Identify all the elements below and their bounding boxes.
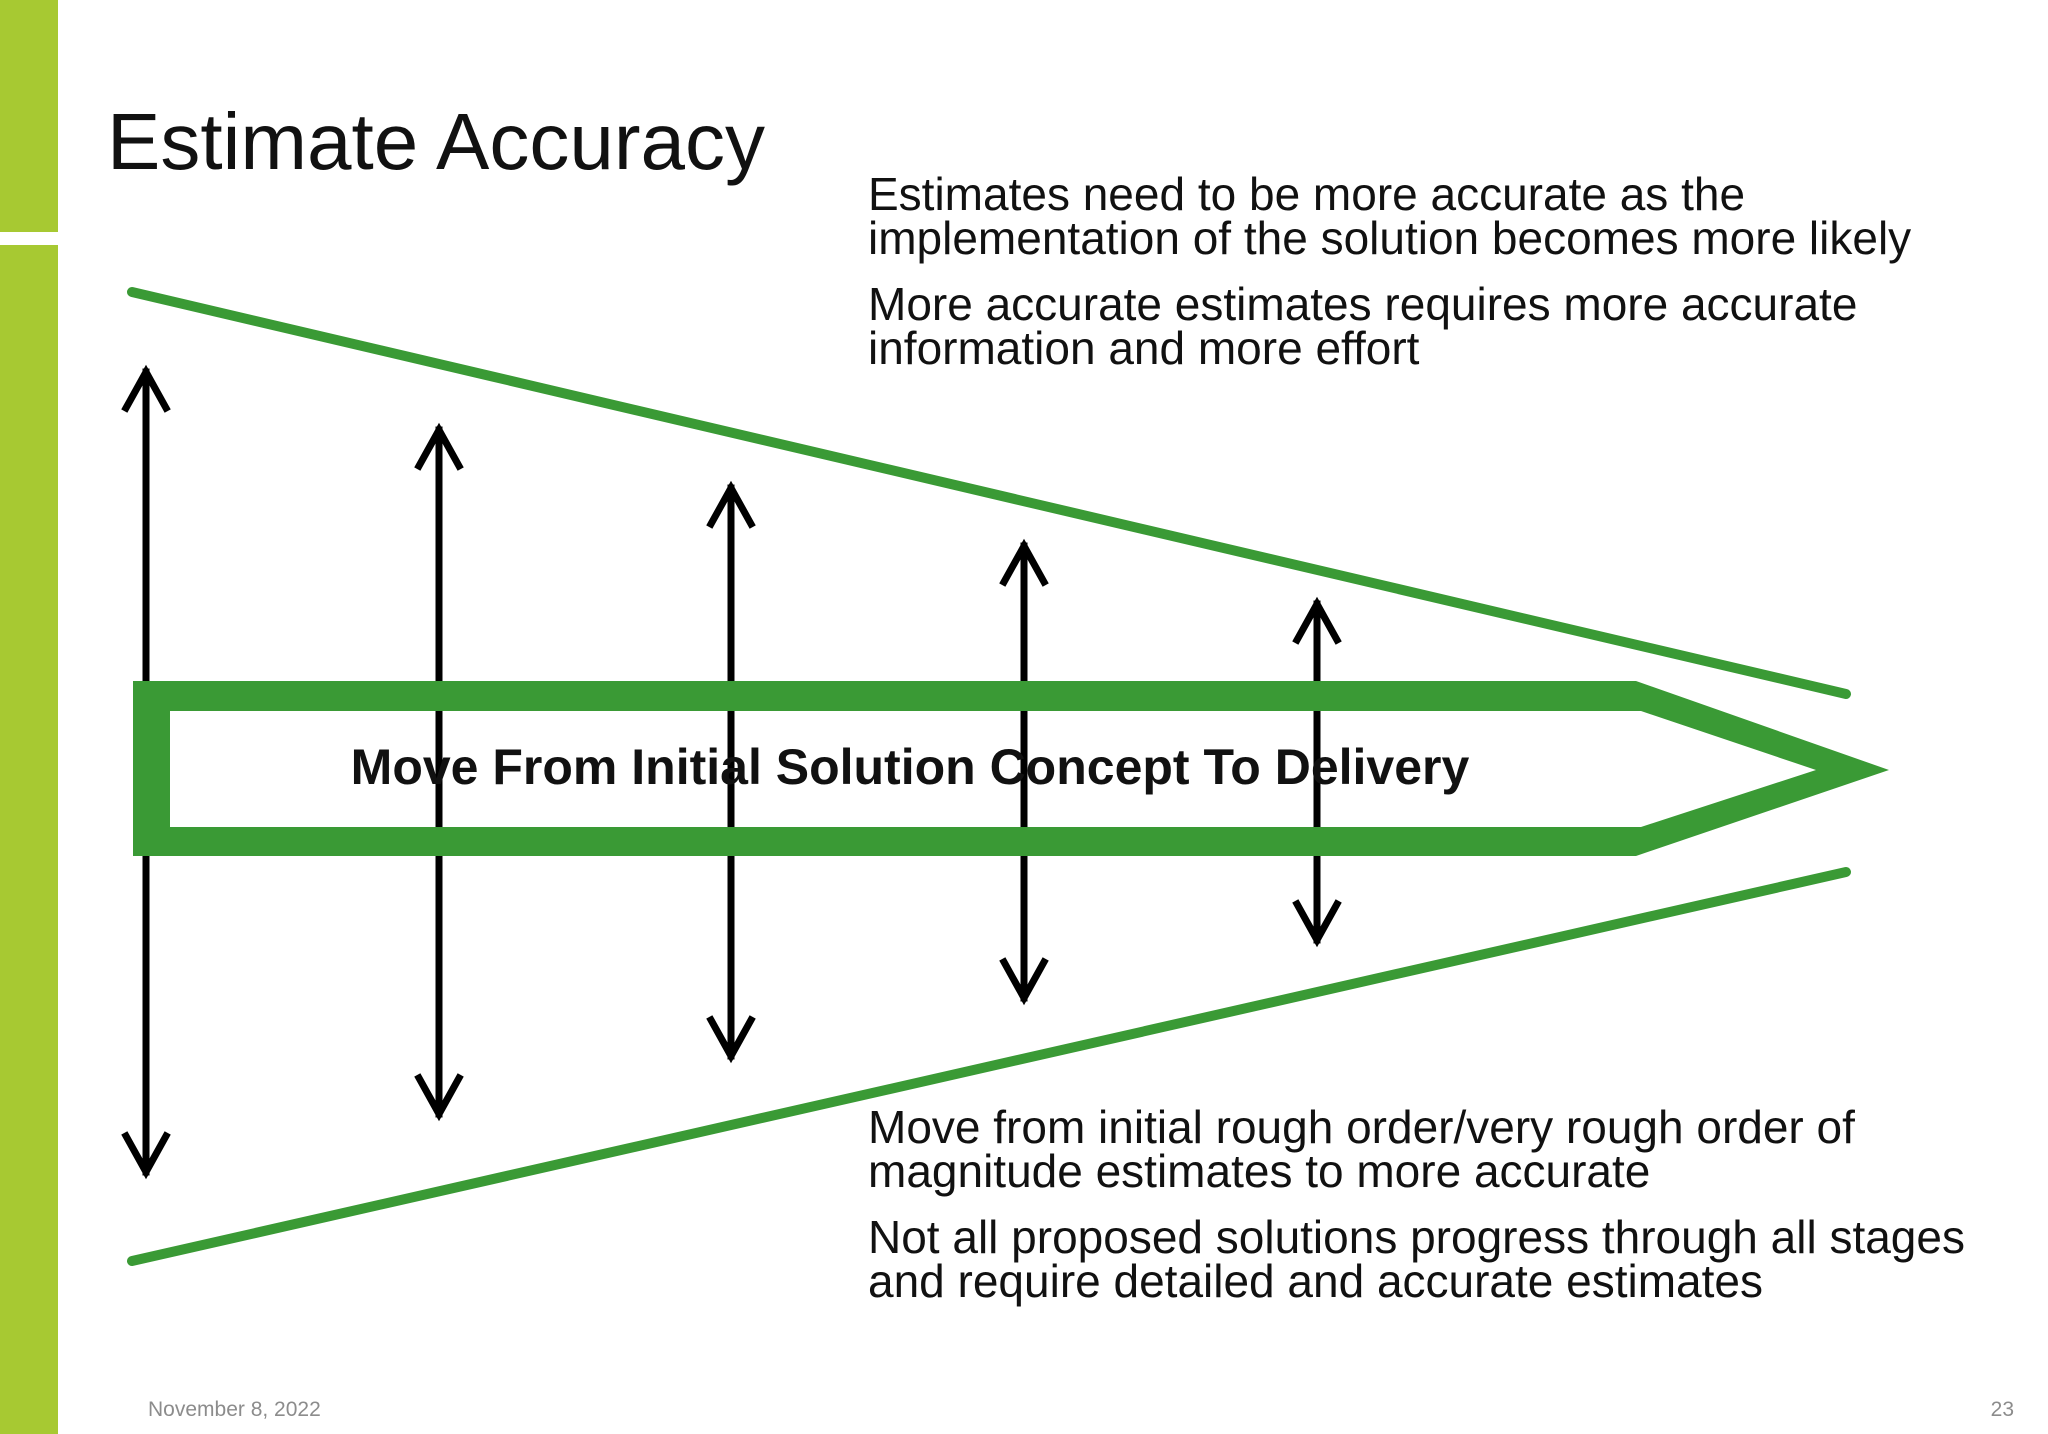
range-arrow-3 xyxy=(706,480,756,1064)
slide-number: 23 xyxy=(1990,1398,2014,1421)
accuracy-range-arrows xyxy=(121,364,1342,1180)
bottom-note-2: Not all proposed solutions progress thro… xyxy=(868,1211,1965,1307)
bottom-note-1: Move from initial rough order/very rough… xyxy=(868,1101,1855,1197)
accent-bar-top xyxy=(0,0,58,232)
banner-label: Move From Initial Solution Concept To De… xyxy=(350,739,1470,795)
bottom-notes: Move from initial rough order/very rough… xyxy=(868,1101,1988,1325)
funnel-upper-line xyxy=(127,287,1851,699)
banner-arrow xyxy=(133,681,1889,856)
top-note-1: Estimates need to be more accurate as th… xyxy=(868,168,1912,264)
range-arrow-4 xyxy=(999,538,1049,1006)
funnel-lower-line xyxy=(127,867,1851,1266)
range-arrow-2 xyxy=(414,422,464,1122)
range-arrow-5 xyxy=(1292,596,1342,948)
top-notes: Estimates need to be more accurate as th… xyxy=(868,168,1988,392)
accent-bar-bottom xyxy=(0,245,58,1434)
top-note-2: More accurate estimates requires more ac… xyxy=(868,278,1858,374)
slide-title: Estimate Accuracy xyxy=(107,97,766,186)
footer-date: November 8, 2022 xyxy=(148,1398,321,1421)
